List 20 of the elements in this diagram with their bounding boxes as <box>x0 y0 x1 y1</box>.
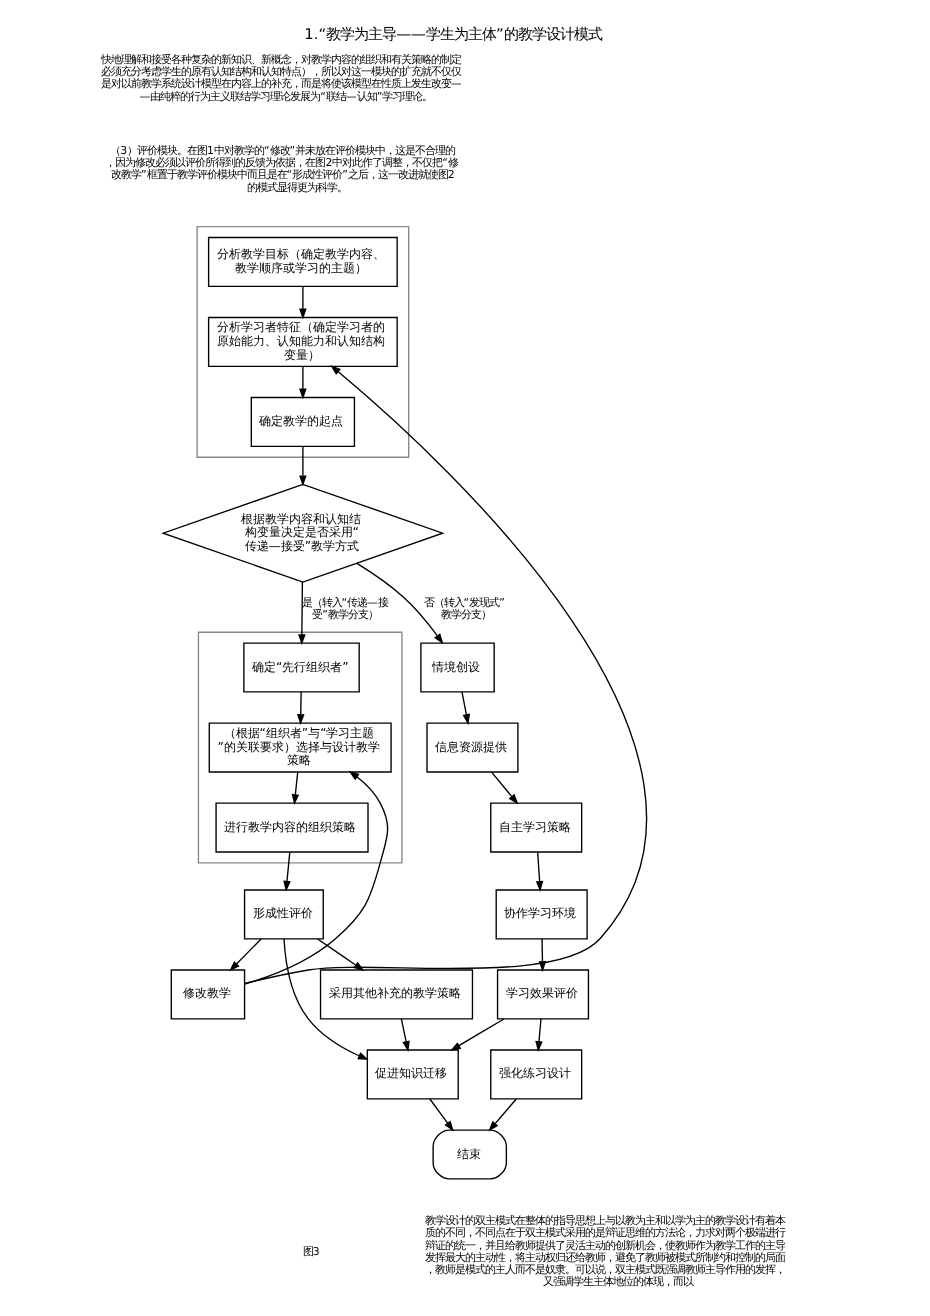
arrow <box>244 770 389 985</box>
arrow <box>400 1018 410 1052</box>
arrow <box>296 691 305 726</box>
arrow <box>299 285 307 320</box>
arrow <box>244 365 647 985</box>
arrow <box>488 1098 517 1132</box>
arrow <box>283 851 291 892</box>
arrow <box>450 1018 505 1051</box>
arrow <box>291 771 300 806</box>
arrow <box>461 691 471 725</box>
arrow <box>298 581 306 646</box>
arrow <box>299 446 307 487</box>
arrow <box>535 1018 543 1052</box>
arrow <box>299 365 307 400</box>
cluster <box>196 225 410 458</box>
arrow <box>429 1098 454 1132</box>
arrow <box>229 938 262 972</box>
arrow <box>535 851 544 892</box>
arrow <box>490 771 519 805</box>
arrow <box>356 562 444 645</box>
